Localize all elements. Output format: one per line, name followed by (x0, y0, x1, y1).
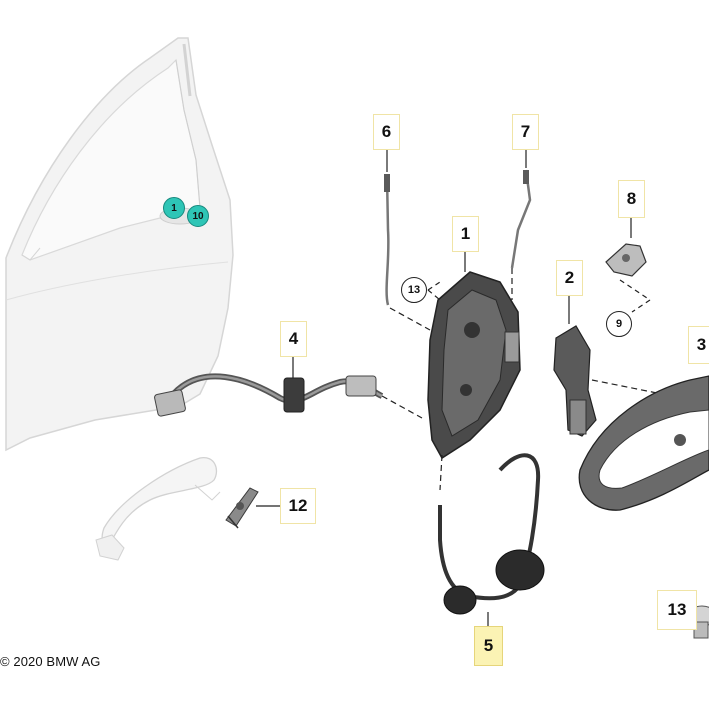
door-panel (5, 37, 234, 452)
part-12-bracket (225, 487, 259, 529)
part-6-rod (384, 150, 431, 331)
circle-tag-9[interactable]: 9 (606, 311, 632, 337)
door-marker-1[interactable]: 1 (163, 197, 185, 219)
door-marker-10[interactable]: 10 (187, 205, 209, 227)
part-1-door-lock (427, 252, 521, 491)
part-5-bowden-cable (438, 453, 545, 626)
outer-handle-outline (95, 457, 221, 561)
circle-tag-13[interactable]: 13 (401, 277, 427, 303)
callout-2[interactable]: 2 (556, 260, 583, 296)
callout-7[interactable]: 7 (512, 114, 539, 150)
callout-1[interactable]: 1 (452, 216, 479, 252)
part-4-cable (154, 355, 423, 419)
copyright-notice: © 2020 BMW AG (0, 654, 101, 669)
callout-4[interactable]: 4 (280, 321, 307, 357)
part-3-handle-carrier (578, 375, 709, 511)
callout-12[interactable]: 12 (280, 488, 316, 524)
callout-6[interactable]: 6 (373, 114, 400, 150)
callout-8[interactable]: 8 (618, 180, 645, 218)
callout-5[interactable]: 5 (474, 626, 503, 666)
part-7-rod (510, 150, 532, 300)
part-8-striker (605, 218, 651, 313)
callout-3[interactable]: 3 (688, 326, 709, 364)
part-2-carrier (553, 296, 673, 437)
callout-13[interactable]: 13 (657, 590, 697, 630)
